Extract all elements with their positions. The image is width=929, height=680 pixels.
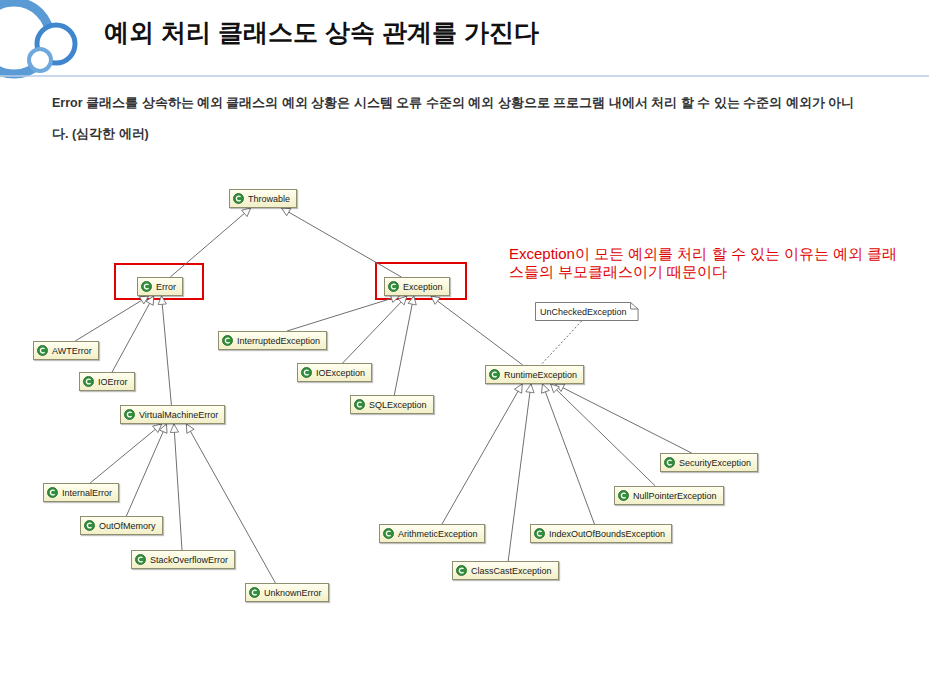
annotation-note: Exception이 모든 예외를 처리 할 수 있는 이유는 예외 클래스들의…	[509, 245, 904, 281]
class-box: RuntimeException	[485, 365, 584, 384]
inheritance-arrow	[508, 384, 531, 561]
class-icon	[84, 520, 95, 531]
class-name: AWTError	[52, 346, 92, 356]
class-icon	[388, 281, 399, 292]
class-name: IndexOutOfBoundsException	[549, 529, 665, 539]
class-box: AWTError	[33, 341, 99, 360]
class-box: IndexOutOfBoundsException	[530, 524, 672, 543]
class-icon	[124, 409, 135, 420]
class-box: Exception	[384, 277, 450, 296]
inheritance-arrow	[112, 296, 154, 372]
class-name: ClassCastException	[471, 566, 552, 576]
class-name: VirtualMachineError	[139, 410, 218, 420]
header-ring	[29, 49, 51, 71]
class-box: StackOverflowError	[131, 550, 235, 569]
class-icon	[37, 345, 48, 356]
class-icon	[664, 457, 675, 468]
class-icon	[354, 399, 365, 410]
class-box: OutOfMemory	[80, 516, 163, 535]
class-box: Error	[137, 277, 183, 296]
class-icon	[383, 528, 394, 539]
class-icon	[534, 528, 545, 539]
class-icon	[489, 369, 500, 380]
class-icon	[83, 376, 94, 387]
class-icon	[233, 193, 244, 204]
class-icon	[618, 490, 629, 501]
inheritance-arrow	[394, 296, 414, 395]
highlight-box	[376, 263, 466, 299]
class-box: InternalError	[43, 483, 119, 502]
class-box: IOException	[297, 363, 372, 382]
note-box: UnCheckedException	[535, 302, 639, 321]
inheritance-arrow	[442, 384, 522, 524]
class-box: ClassCastException	[452, 561, 559, 580]
highlight-box	[115, 264, 203, 299]
class-name: OutOfMemory	[99, 521, 156, 531]
class-icon	[47, 487, 58, 498]
header-rule	[0, 75, 929, 77]
class-box: InterruptedException	[218, 331, 327, 350]
class-name: Throwable	[248, 194, 290, 204]
class-name: StackOverflowError	[150, 555, 228, 565]
class-name: UnCheckedException	[540, 307, 627, 317]
class-name: IOException	[316, 368, 365, 378]
class-name: Exception	[403, 282, 443, 292]
class-name: SecurityException	[679, 458, 751, 468]
inheritance-arrow	[126, 424, 166, 516]
inheritance-arrow	[343, 296, 407, 363]
class-name: UnknownError	[264, 588, 322, 598]
class-icon	[456, 565, 467, 576]
class-name: NullPointerException	[633, 491, 717, 501]
inheritance-arrow	[282, 208, 402, 277]
class-icon	[222, 335, 233, 346]
class-box: SQLException	[350, 395, 434, 414]
inheritance-arrow	[543, 384, 595, 524]
class-box: VirtualMachineError	[120, 405, 225, 424]
inheritance-arrow	[551, 384, 656, 486]
inheritance-arrow	[556, 384, 692, 453]
class-name: ArithmeticException	[398, 529, 478, 539]
note-link	[541, 321, 582, 365]
inheritance-arrow	[170, 208, 250, 277]
class-name: InterruptedException	[237, 336, 320, 346]
class-box: NullPointerException	[614, 486, 724, 505]
class-box: UnknownError	[245, 583, 329, 602]
inheritance-arrow	[162, 296, 172, 405]
class-name: IOError	[98, 377, 128, 387]
class-name: Error	[156, 282, 176, 292]
class-icon	[301, 367, 312, 378]
description-text: Error 클래스를 상속하는 예외 클래스의 예외 상황은 시스템 오류 수준…	[52, 88, 864, 150]
class-box: ArithmeticException	[379, 524, 485, 543]
class-name: InternalError	[62, 488, 112, 498]
class-name: SQLException	[369, 400, 427, 410]
class-icon	[141, 281, 152, 292]
class-icon	[135, 554, 146, 565]
inheritance-arrow	[174, 424, 182, 550]
page-title: 예외 처리 클래스도 상속 관계를 가진다	[104, 16, 539, 49]
class-icon	[249, 587, 260, 598]
inheritance-arrow	[90, 424, 162, 483]
inheritance-arrow	[287, 296, 400, 331]
class-box: Throwable	[229, 189, 297, 208]
class-name: RuntimeException	[504, 370, 577, 380]
inheritance-arrow	[75, 296, 148, 341]
inheritance-arrow	[431, 296, 523, 365]
class-box: SecurityException	[660, 453, 758, 472]
class-box: IOError	[79, 372, 135, 391]
